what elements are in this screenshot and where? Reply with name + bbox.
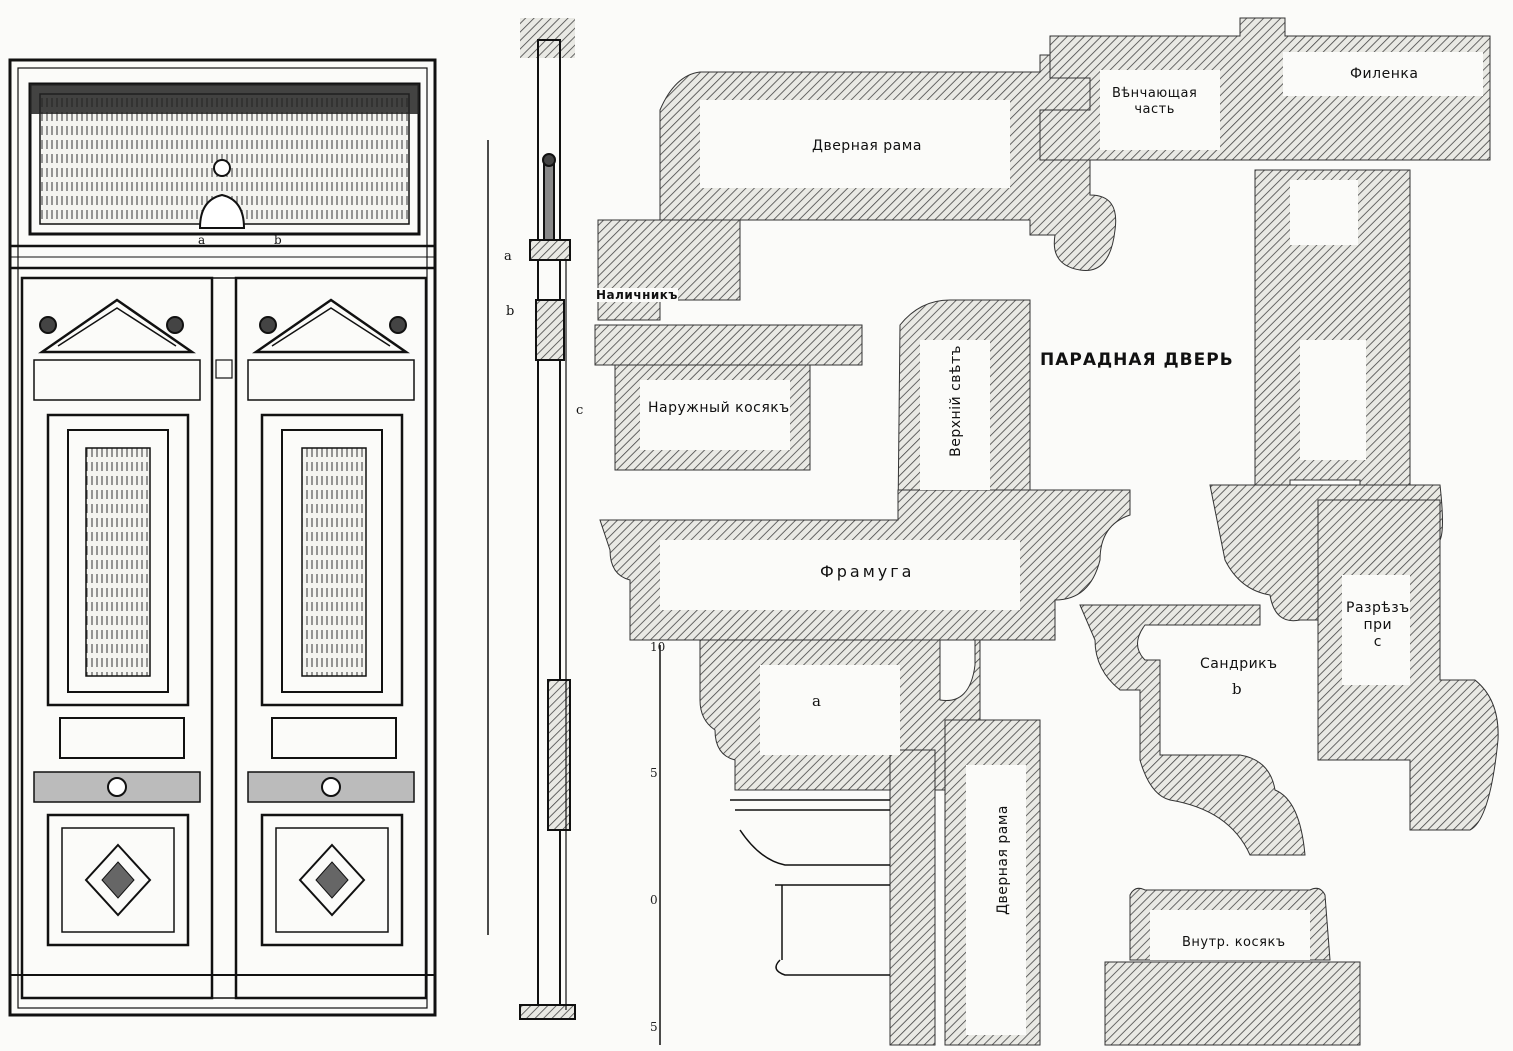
label-outer-jamb: Наружный косякъ bbox=[648, 400, 790, 417]
label-door-frame-vertical: Дверная рама bbox=[995, 805, 1012, 915]
scale-tick-10: 10 bbox=[650, 640, 666, 654]
label-sandrik: Сандрикъ bbox=[1200, 656, 1278, 673]
door-elevation bbox=[8, 58, 437, 1017]
label-panel: Филенка bbox=[1350, 66, 1419, 83]
door-mark-b: b bbox=[274, 233, 282, 247]
sandrik-mark: b bbox=[1232, 680, 1242, 698]
label-top-light: Верхнiй свѣтъ bbox=[948, 345, 965, 457]
drawing-title: ПАРАДНАЯ ДВЕРЬ bbox=[1040, 350, 1234, 370]
detail-mark-a: a bbox=[812, 692, 821, 710]
label-reveal: Наличникъ bbox=[596, 288, 678, 303]
section-mark-c: c bbox=[576, 403, 583, 418]
section-mark-b: b bbox=[506, 304, 514, 319]
scale-tick-5-upper: 5 bbox=[650, 766, 658, 780]
capital-detail bbox=[659, 645, 890, 1045]
scale-tick-5-lower: 5 bbox=[650, 1020, 658, 1034]
label-crowning-part: Вѣнчающая часть bbox=[1112, 86, 1198, 118]
label-section-at-c: Разрѣзъ при c bbox=[1346, 600, 1410, 651]
side-section bbox=[487, 18, 576, 1020]
label-transom: Фрамуга bbox=[820, 562, 915, 582]
scale-tick-0: 0 bbox=[650, 893, 658, 907]
label-inner-jamb: Внутр. косякъ bbox=[1182, 935, 1286, 951]
door-mark-a: a bbox=[198, 233, 205, 247]
label-door-frame-top: Дверная рама bbox=[812, 138, 922, 155]
section-mark-a: a bbox=[504, 249, 512, 264]
